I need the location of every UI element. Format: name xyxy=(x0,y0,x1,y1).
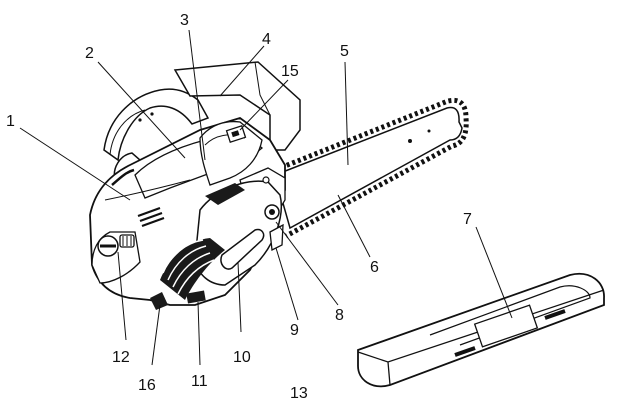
callout-9: 9 xyxy=(290,322,299,339)
leader-line-11 xyxy=(197,301,201,366)
leader-line-12 xyxy=(117,251,127,341)
callout-11: 11 xyxy=(191,373,208,390)
starter-grip xyxy=(97,235,119,257)
callout-4: 4 xyxy=(262,31,271,48)
callout-7: 7 xyxy=(463,211,472,228)
leader-line-6 xyxy=(337,194,371,258)
callout-numbers: 1 2 3 4 5 6 7 8 9 10 11 12 13 15 16 xyxy=(6,12,472,401)
leader-line-8 xyxy=(275,221,339,306)
callout-8: 8 xyxy=(335,307,344,324)
callout-3: 3 xyxy=(180,12,189,29)
leader-line-3 xyxy=(188,29,206,161)
guide-bar-cover xyxy=(357,272,605,388)
engine-housing xyxy=(89,117,286,310)
hand-guard xyxy=(173,61,301,151)
guide-bar-with-chain xyxy=(269,97,469,239)
callout-16: 16 xyxy=(138,377,156,394)
vent-grille-upper xyxy=(137,206,165,228)
leader-line-9 xyxy=(275,247,299,321)
leader-line-4 xyxy=(219,45,265,97)
callout-10: 10 xyxy=(233,349,251,366)
leader-line-1 xyxy=(19,127,131,201)
leader-line-2 xyxy=(97,61,186,159)
leader-lines xyxy=(19,29,513,366)
choke-knob xyxy=(119,234,135,248)
callout-13: 13 xyxy=(290,385,308,401)
callout-1: 1 xyxy=(6,113,15,130)
callout-15: 15 xyxy=(281,63,299,80)
rear-handle xyxy=(103,88,210,162)
vent-grille-lower xyxy=(160,238,225,300)
callout-6: 6 xyxy=(370,259,379,276)
leader-line-5 xyxy=(344,61,349,166)
callout-12: 12 xyxy=(112,349,130,366)
leader-line-10 xyxy=(237,261,242,333)
leader-line-16 xyxy=(151,304,161,366)
callout-2: 2 xyxy=(85,45,94,62)
leader-line-7 xyxy=(475,226,513,319)
leader-line-15 xyxy=(239,79,289,131)
callout-5: 5 xyxy=(340,43,349,60)
